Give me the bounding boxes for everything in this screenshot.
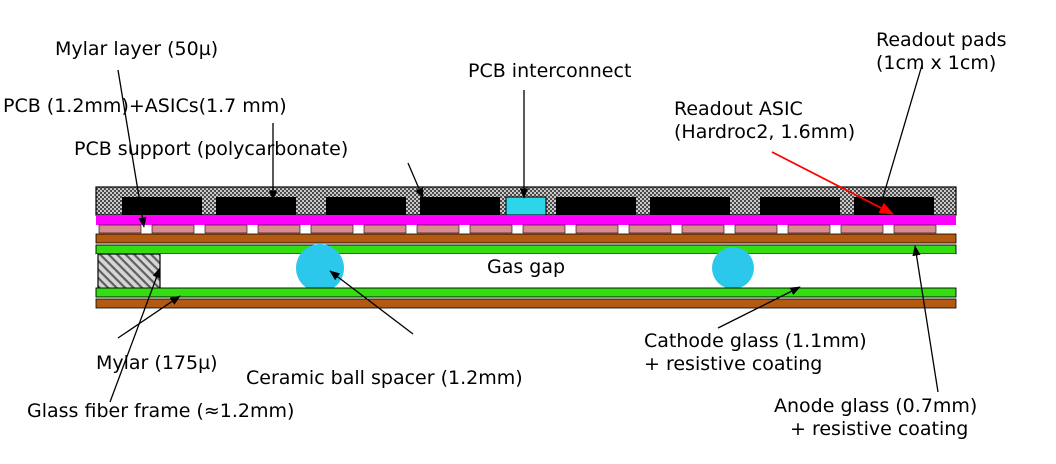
anode-glass-layer — [95, 244, 957, 255]
label-mylar-layer: Mylar layer (50µ) — [55, 38, 219, 60]
cathode-glass-layer — [95, 287, 957, 298]
glass-fiber-frame — [97, 253, 161, 293]
leader-anode-glass — [912, 245, 939, 393]
mylar-50-layer — [95, 233, 957, 244]
pcb-support-layer — [95, 186, 957, 216]
label-pcb-interconnect: PCB interconnect — [468, 60, 632, 82]
leader-glass-fiber-frame — [109, 267, 161, 403]
label-cathode-glass-line2: + resistive coating — [644, 353, 823, 375]
label-readout-pads-line2: (1cm x 1cm) — [876, 52, 997, 74]
label-pcb-asics: PCB (1.2mm)+ASICs(1.7 mm) — [3, 95, 287, 117]
leader-readout-pads — [876, 64, 923, 215]
label-gas-gap: Gas gap — [487, 256, 566, 278]
pcb-interconnect-block — [505, 196, 547, 216]
label-readout-pads-line1: Readout pads — [876, 29, 1007, 51]
label-anode-glass-line2: + resistive coating — [790, 418, 969, 440]
mylar-175-layer — [95, 298, 957, 309]
label-ceramic-ball-spacer: Ceramic ball spacer (1.2mm) — [246, 367, 523, 389]
label-cathode-glass-line1: Cathode glass (1.1mm) — [644, 330, 867, 352]
leader-pcb-support — [407, 162, 424, 199]
leader-ceramic-ball-spacer — [329, 270, 414, 335]
label-mylar-175: Mylar (175µ) — [96, 352, 218, 374]
label-pcb-support: PCB support (polycarbonate) — [74, 138, 349, 160]
leader-cathode-glass — [717, 286, 801, 329]
label-anode-glass-line1: Anode glass (0.7mm) — [774, 395, 978, 417]
label-glass-fiber-frame: Glass fiber frame (≈1.2mm) — [27, 400, 295, 422]
label-readout-asic-line1: Readout ASIC — [674, 98, 803, 120]
label-readout-asic-line2: (Hardroc2, 1.6mm) — [674, 121, 856, 143]
pcb-magenta-layer — [96, 215, 956, 225]
leader-mylar-175 — [117, 295, 181, 339]
readout-pads-layer — [96, 224, 956, 234]
leader-line-readout-asic — [771, 151, 894, 215]
readout-asic-blocks — [122, 197, 934, 215]
